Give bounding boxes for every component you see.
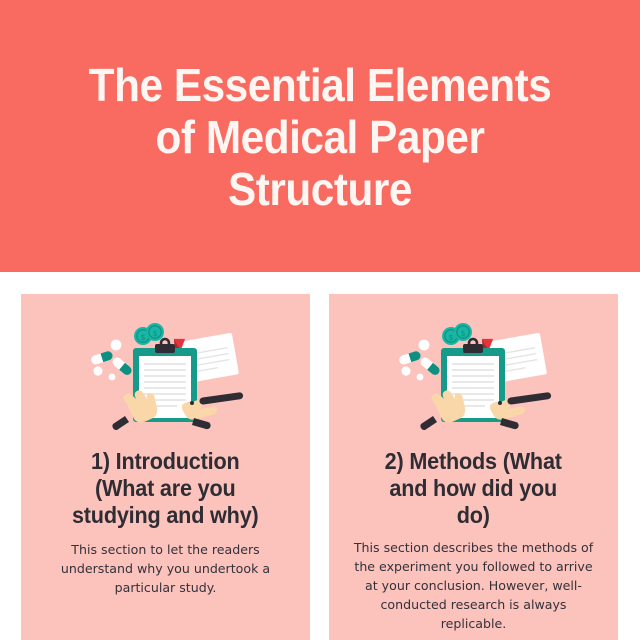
right-hand-with-pen — [181, 392, 243, 430]
card-introduction[interactable]: $ $ — [21, 294, 310, 640]
capsules — [90, 339, 132, 381]
cards-row: $ $ — [21, 294, 619, 640]
capsules — [398, 339, 440, 381]
card-heading: 1) Introduction (What are you studying a… — [72, 448, 259, 528]
page-title: The Essential Elements of Medical Paper … — [88, 59, 552, 215]
header-band: The Essential Elements of Medical Paper … — [0, 0, 640, 272]
svg-text:$: $ — [460, 329, 465, 338]
right-hand-with-pen — [489, 392, 551, 430]
svg-text:$: $ — [140, 333, 145, 342]
round-pills: $ $ — [441, 323, 472, 345]
clipboard-prescription-icon: $ $ — [389, 318, 559, 430]
svg-text:$: $ — [448, 333, 453, 342]
round-pills: $ $ — [133, 323, 164, 345]
card-methods[interactable]: $ $ — [329, 294, 618, 640]
clipboard-prescription-icon: $ $ — [81, 318, 251, 430]
card-body-text: This section describes the methods of th… — [353, 540, 594, 631]
card-body-text: This section to let the readers understa… — [60, 542, 271, 595]
left-hand — [419, 390, 465, 430]
card-heading: 2) Methods (What and how did you do) — [384, 448, 563, 528]
left-hand — [111, 390, 157, 430]
svg-text:$: $ — [152, 329, 157, 338]
